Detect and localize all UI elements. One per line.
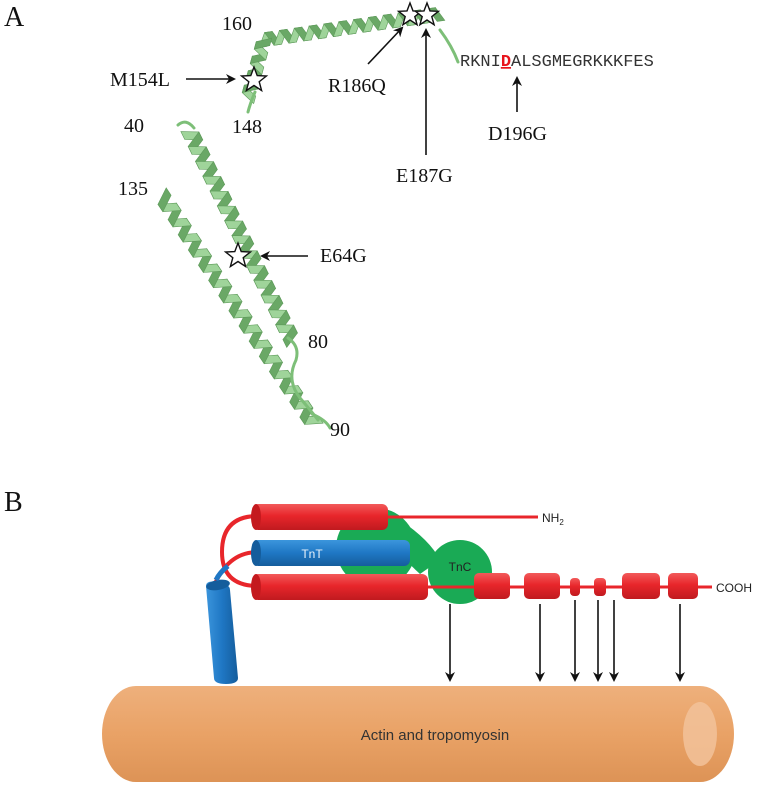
tni-segment-6 <box>668 573 698 599</box>
tni-loop <box>219 514 259 588</box>
actin-label: Actin and tropomyosin <box>361 727 509 744</box>
sequence-highlight-d196: D <box>501 53 511 72</box>
tni-c-terminal-chain <box>428 573 712 599</box>
tni-segment-3 <box>570 578 580 596</box>
mutation-star-m154l <box>239 64 269 93</box>
actin-tropomyosin-filament: Actin and tropomyosin <box>102 686 734 782</box>
sequence-after: ALSGMEGRKKKFES <box>511 53 654 72</box>
nh2-label: NH2 <box>542 511 564 527</box>
panel-b-label: B <box>4 487 23 518</box>
residue-label-148: 148 <box>232 116 262 138</box>
loop-90 <box>310 412 332 430</box>
mutation-label-r186q: R186Q <box>328 75 386 97</box>
mutation-label-d196g: D196G <box>488 123 547 145</box>
tnt-helix: TnT <box>251 540 410 566</box>
c-terminal-sequence: RKNIDALSGMEGRKKKFES <box>460 53 654 72</box>
loop-148 <box>246 90 257 114</box>
residue-label-160: 160 <box>222 13 252 35</box>
sequence-before: RKNI <box>460 53 501 72</box>
mutation-label-e64g: E64G <box>320 245 367 267</box>
tni-segment-2 <box>524 573 560 599</box>
loop-c-terminal <box>438 28 460 64</box>
residue-label-90: 90 <box>330 419 350 441</box>
tni-segment-4 <box>594 578 606 596</box>
tni-helix-top <box>251 504 538 530</box>
actin-binding-arrows <box>445 600 685 682</box>
mutation-star-e187g <box>413 1 441 27</box>
residue-label-135: 135 <box>118 178 148 200</box>
loop-40 <box>176 120 196 130</box>
tnc-label: TnC <box>449 560 472 574</box>
arrow-r186q <box>367 26 404 65</box>
mutation-label-e187g: E187G <box>396 165 453 187</box>
cooh-label: COOH <box>716 581 752 595</box>
tni-segment-1 <box>474 573 510 599</box>
loop-80 <box>286 336 320 422</box>
protein-helix-structure <box>157 7 446 426</box>
tni-segment-5 <box>622 573 660 599</box>
helix-148-160 <box>241 37 273 105</box>
tnt-anchor-helix <box>206 564 238 684</box>
mutation-star-e64g <box>223 240 253 269</box>
residue-label-40: 40 <box>124 115 144 137</box>
panel-a-label: A <box>4 2 25 33</box>
residue-label-80: 80 <box>308 331 328 353</box>
tni-helix-bottom <box>251 574 428 600</box>
tnt-label: TnT <box>301 547 323 561</box>
mutation-label-m154l: M154L <box>110 69 170 91</box>
